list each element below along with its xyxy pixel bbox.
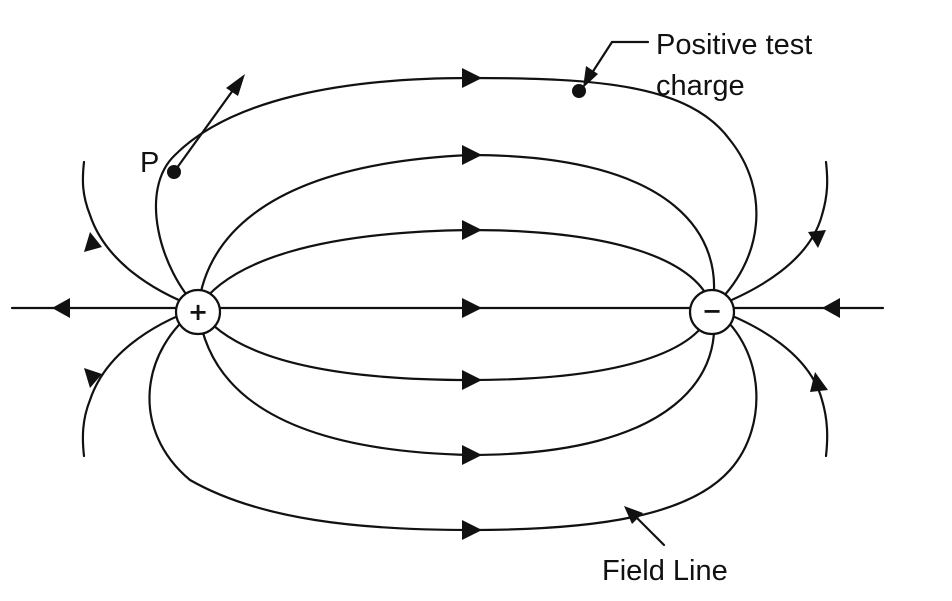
point-p-label: P	[140, 147, 159, 179]
field-line-upper-inner	[196, 228, 714, 310]
point-p-dot	[167, 165, 181, 179]
arrow-lower-outer	[462, 520, 482, 540]
positive-test-charge-dot	[572, 84, 586, 98]
field-line-upper-middle	[196, 153, 716, 310]
arrow-upper-middle	[462, 145, 482, 165]
field-line-left-lower	[81, 306, 200, 458]
test-charge-label-line1: Positive test	[656, 29, 812, 61]
arrow-right-upper	[808, 230, 826, 248]
axis-arrow-left	[52, 298, 70, 318]
tangent-force-arrowhead	[226, 74, 245, 96]
field-line-callout-arrowhead	[624, 506, 643, 524]
arrow-left-lower	[84, 368, 102, 388]
test-charge-callout-arrowhead	[583, 66, 598, 88]
arrow-lower-inner	[462, 370, 482, 390]
arrow-upper-inner	[462, 220, 482, 240]
positive-charge-sign: +	[188, 298, 208, 326]
field-line-lower-middle	[196, 306, 716, 457]
field-line-lower-outer	[148, 306, 758, 532]
field-line-left-upper	[81, 160, 200, 310]
arrow-upper-outer	[462, 68, 482, 88]
field-line-label: Field Line	[602, 555, 728, 587]
field-line-callout-line	[632, 513, 666, 547]
axis-arrow-center	[462, 298, 482, 318]
negative-charge-sign: −	[702, 297, 722, 325]
field-line-right-lower	[710, 306, 829, 458]
tangent-force-line	[172, 84, 238, 174]
negative-charge	[688, 288, 736, 336]
positive-charge	[174, 288, 222, 336]
field-line-lower-inner	[196, 306, 714, 382]
arrow-left-upper	[84, 232, 102, 252]
test-charge-callout-line	[588, 40, 650, 78]
arrow-right-lower	[810, 372, 828, 392]
field-line-upper-outer	[154, 76, 758, 310]
test-charge-label-line2: charge	[656, 70, 745, 102]
arrow-lower-middle	[462, 445, 482, 465]
axis-arrow-right	[822, 298, 840, 318]
field-line-right-upper	[710, 160, 829, 310]
